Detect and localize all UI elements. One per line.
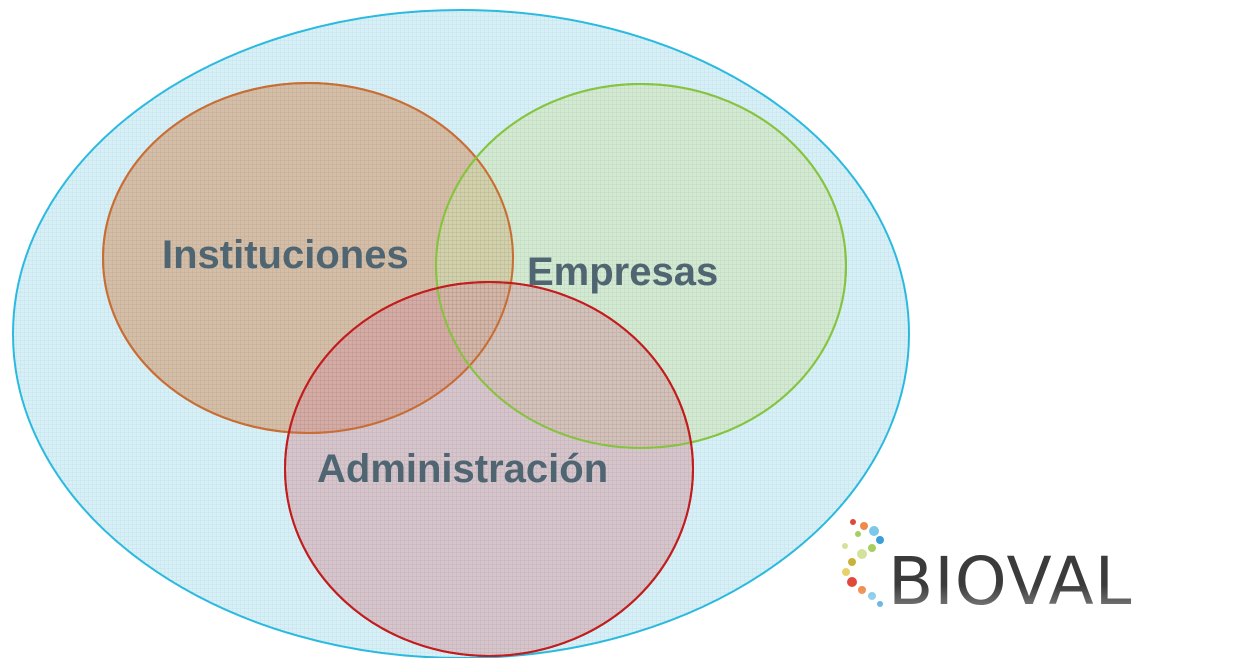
logo-dot [860,522,868,530]
logo-fade [820,585,1243,658]
logo-dot [848,558,856,566]
texture-administracion [285,282,693,656]
outline-empresas [435,83,847,449]
label-empresas: Empresas [527,250,718,294]
logo-dot [876,536,884,544]
logo-dot [869,526,879,536]
logo-dot [842,568,850,576]
bioval-logo: BIOVAL [820,519,1243,658]
label-administracion: Administración [317,447,608,491]
logo-dot [868,544,876,552]
logo-dot [847,577,857,587]
logo-dot [842,543,848,549]
logo-dot [857,549,867,559]
outline-instituciones [102,82,514,434]
outline-administracion [284,281,694,657]
logo-dot [855,531,861,537]
logo-dot [850,519,856,525]
label-instituciones: Instituciones [162,233,409,277]
